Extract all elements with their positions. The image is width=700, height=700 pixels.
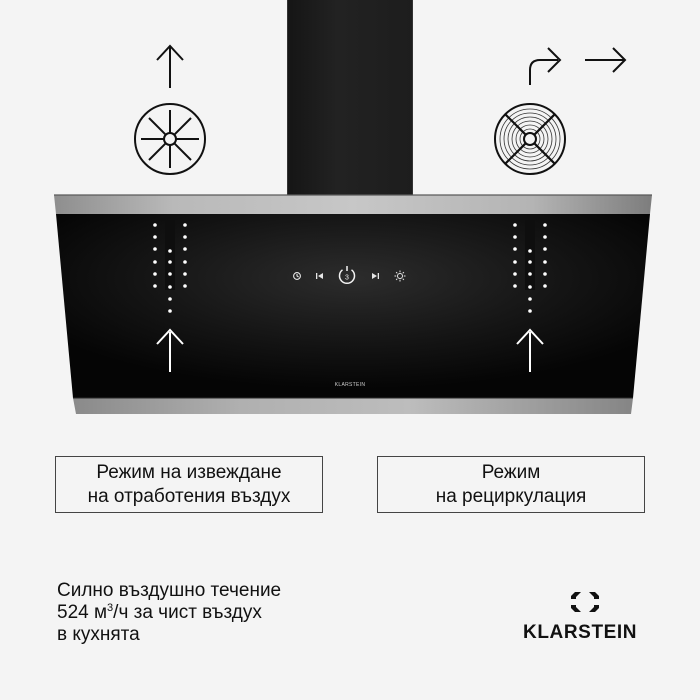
speed-up-icon[interactable] (372, 273, 379, 279)
airflow-arrow-left-icon (156, 328, 184, 372)
airflow-dots-right (513, 223, 547, 288)
hood-brand-logo: KLARSTEIN (334, 382, 366, 388)
airflow-arrow-right-icon (516, 328, 544, 372)
exhaust-fan-icon (134, 103, 206, 175)
recirculation-filter-icon (494, 103, 566, 175)
control-panel: 3 (285, 262, 415, 288)
brand-name: KLARSTEIN (523, 622, 638, 643)
airflow-dots-left (153, 223, 187, 288)
feature-line2-rest: /ч за чист въздух (113, 602, 262, 623)
steel-trim-bottom (73, 398, 633, 414)
recirculation-mode-label: Режим на рециркулация (377, 456, 645, 513)
exhaust-mode-line1: Режим на извеждане (96, 461, 282, 483)
light-icon[interactable] (394, 270, 406, 282)
power-icon[interactable] (338, 266, 356, 284)
speed-down-icon[interactable] (316, 273, 323, 279)
airflow-unit: м3 (93, 602, 114, 623)
arrow-right-icon (585, 47, 627, 73)
airflow-value: 524 (57, 602, 89, 623)
recirculation-mode-icon-group (494, 47, 627, 175)
timer-icon[interactable] (293, 272, 301, 280)
glass-panel (56, 214, 650, 398)
exhaust-mode-label: Режим на извеждане на отработения въздух (55, 456, 323, 513)
feature-line3: в кухнята (57, 624, 140, 645)
klarstein-logo-icon (571, 592, 599, 612)
exhaust-mode-icon-group (134, 44, 206, 175)
hood-chimney (287, 0, 413, 200)
recirculation-mode-line2: на рециркулация (435, 485, 587, 507)
feature-line1: Силно въздушно течение (57, 580, 282, 601)
exhaust-mode-line2: на отработения въздух (87, 485, 291, 507)
recirculation-mode-line1: Режим (481, 461, 541, 483)
arrow-up-icon (156, 44, 184, 88)
feature-line2: 524 м3/ч за чист въздух (57, 602, 357, 624)
arrow-bend-right-icon (529, 47, 562, 85)
power-level: 3 (345, 275, 349, 282)
airflow-feature-text: Силно въздушно течение 524 м3/ч за чист … (57, 580, 357, 646)
